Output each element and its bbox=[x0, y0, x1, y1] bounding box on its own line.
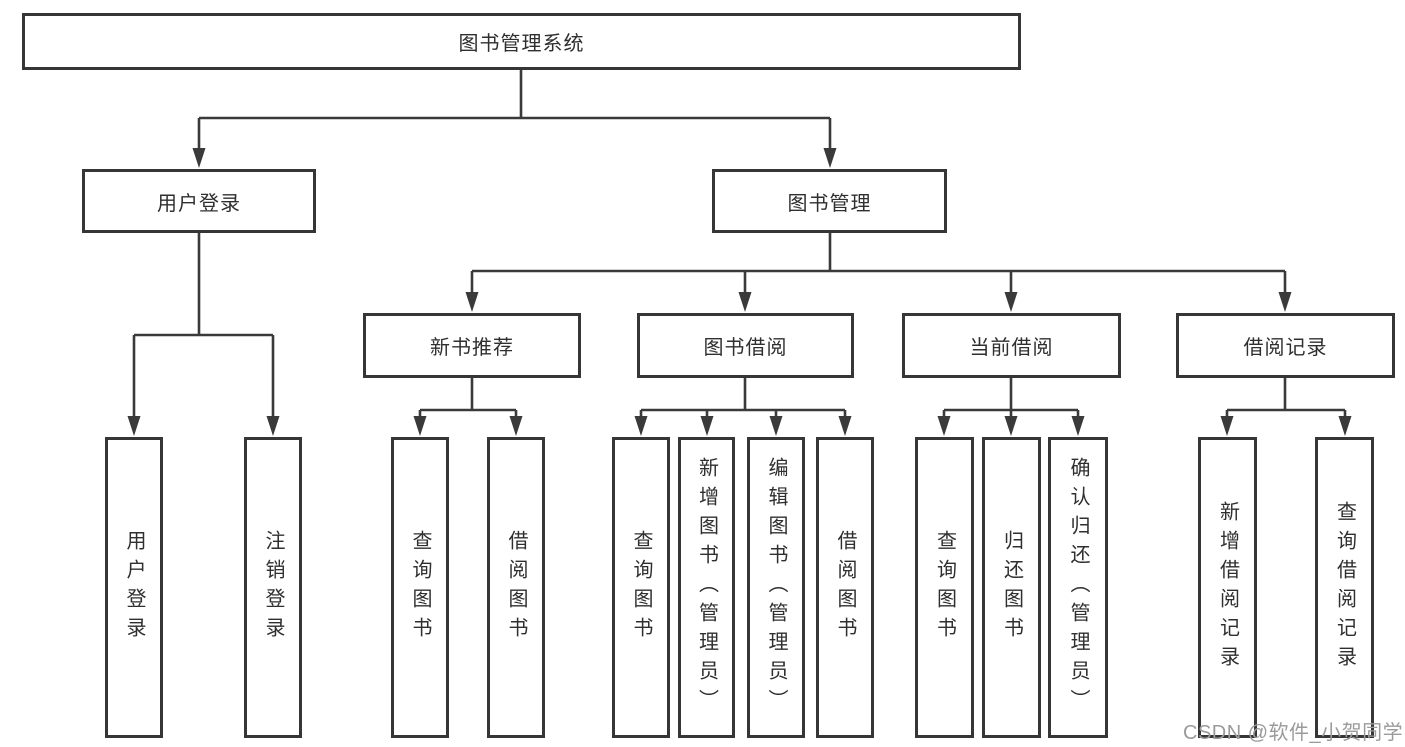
leaf-search-books-borrowing: 查询图书 bbox=[612, 437, 670, 738]
node-user-login: 用户登录 bbox=[82, 169, 316, 233]
leaf-borrow-books-borrowing: 借阅图书 bbox=[816, 437, 874, 738]
leaf-return-books: 归还图书 bbox=[982, 437, 1041, 738]
leaf-confirm-return-admin: 确认归还（管理员） bbox=[1048, 437, 1108, 738]
leaf-logout: 注销登录 bbox=[244, 437, 302, 738]
leaf-user-login: 用户登录 bbox=[105, 437, 163, 738]
leaf-search-books-current: 查询图书 bbox=[915, 437, 974, 738]
node-book-borrowing: 图书借阅 bbox=[637, 313, 854, 378]
leaf-borrow-books-recommend: 借阅图书 bbox=[487, 437, 545, 738]
leaf-search-books-recommend: 查询图书 bbox=[391, 437, 449, 738]
csdn-watermark: CSDN @软件_小贺同学 bbox=[1183, 722, 1404, 744]
node-new-book-recommendation: 新书推荐 bbox=[363, 313, 581, 378]
leaf-search-borrow-record: 查询借阅记录 bbox=[1315, 437, 1374, 738]
leaf-edit-books-admin: 编辑图书（管理员） bbox=[747, 437, 805, 738]
node-current-borrowing: 当前借阅 bbox=[902, 313, 1121, 378]
node-book-management: 图书管理 bbox=[712, 169, 947, 233]
node-borrowing-records: 借阅记录 bbox=[1176, 313, 1395, 378]
leaf-add-borrow-record: 新增借阅记录 bbox=[1198, 437, 1257, 738]
node-library-management-system: 图书管理系统 bbox=[22, 13, 1021, 70]
leaf-add-books-admin: 新增图书（管理员） bbox=[678, 437, 735, 738]
